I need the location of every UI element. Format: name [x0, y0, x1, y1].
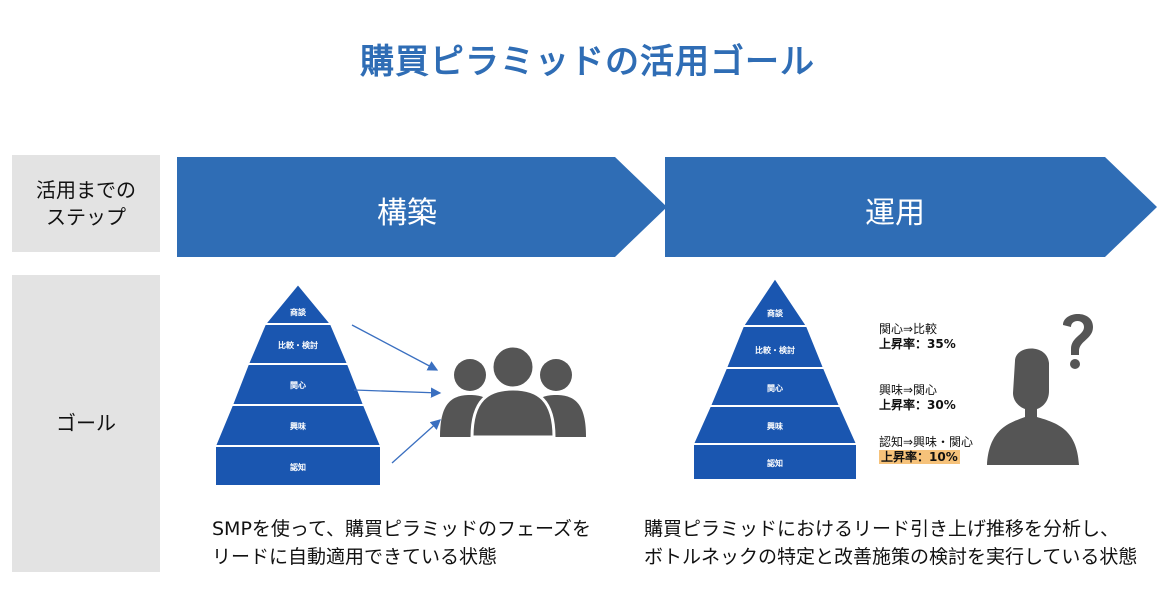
pyramid-tier-1: [741, 278, 809, 327]
build-step-label: 構築: [377, 196, 437, 231]
pyramid-level-label: 商談: [290, 307, 307, 317]
build-pyramid: 商談 比較・検討 関心 興味 認知: [215, 284, 381, 486]
pyramid-level-label: 認知: [767, 458, 783, 468]
pyramid-level-label: 関心: [767, 383, 783, 393]
build-goal-text: SMPを使って、購買ピラミッドのフェーズを リードに自動適用できている状態: [212, 516, 591, 571]
pyramid-level-label: 商談: [767, 308, 784, 318]
build-step-arrow: [177, 157, 667, 257]
steps-row-label: 活用までの ステップ: [12, 155, 160, 252]
pyramid-level-label: 興味: [767, 421, 783, 431]
steps-label-line2: ステップ: [46, 204, 126, 229]
pyramid-tier-5: [693, 443, 857, 480]
build-goal-line1: SMPを使って、購買ピラミッドのフェーズを: [212, 518, 592, 540]
pyramid-level-label: 興味: [290, 421, 306, 431]
operate-goal-line1: 購買ピラミッドにおけるリード引き上げ推移を分析し、: [644, 518, 1120, 540]
people-group-icon: [440, 345, 586, 437]
goal-label: ゴール: [56, 411, 116, 435]
conversion-annotation: 関心⇒比較 上昇率：35%: [879, 322, 956, 352]
conversion-rate-highlighted: 上昇率：10%: [879, 450, 960, 464]
conversion-stage: 認知⇒興味・関心: [879, 435, 974, 449]
page-title: 購買ピラミッドの活用ゴール: [360, 42, 815, 82]
build-goal-line2: リードに自動適用できている状態: [212, 545, 498, 568]
pyramid-level-label: 認知: [290, 462, 306, 472]
conversion-annotation: 興味⇒関心 上昇率：30%: [879, 383, 956, 413]
pyramid-tier-1: [262, 284, 334, 325]
pyramid-level-label: 関心: [290, 380, 306, 390]
operate-step-label: 運用: [865, 196, 925, 231]
pyramid-tier-5: [215, 445, 381, 486]
conversion-annotation: 認知⇒興味・関心 上昇率：10%: [879, 435, 973, 465]
flow-arrow: [391, 419, 441, 464]
pyramid-tier-4: [215, 404, 381, 447]
operate-pyramid: 商談 比較・検討 関心 興味 認知: [693, 278, 857, 480]
operate-step-arrow: [665, 157, 1157, 257]
pyramid-level-label: 比較・検討: [755, 345, 795, 355]
conversion-rate: 上昇率：30%: [879, 398, 956, 412]
operate-goal-text: 購買ピラミッドにおけるリード引き上げ推移を分析し、 ボトルネックの特定と改善施策…: [644, 516, 1137, 571]
pyramid-tier-4: [693, 405, 857, 445]
goal-row-label: ゴール: [12, 275, 160, 572]
question-mark-icon: [1063, 314, 1093, 355]
flow-arrows: [351, 324, 442, 464]
operate-goal-line2: ボトルネックの特定と改善施策の検討を実行している状態: [644, 545, 1138, 568]
conversion-stage: 興味⇒関心: [879, 383, 938, 397]
flow-arrow: [353, 387, 442, 398]
steps-label-line1: 活用までの: [36, 177, 136, 202]
conversion-rate: 上昇率：35%: [879, 337, 956, 351]
conversion-stage: 関心⇒比較: [879, 322, 938, 336]
pyramid-level-label: 比較・検討: [278, 340, 318, 350]
thinking-person-icon: [987, 314, 1093, 465]
flow-arrow: [351, 324, 439, 371]
